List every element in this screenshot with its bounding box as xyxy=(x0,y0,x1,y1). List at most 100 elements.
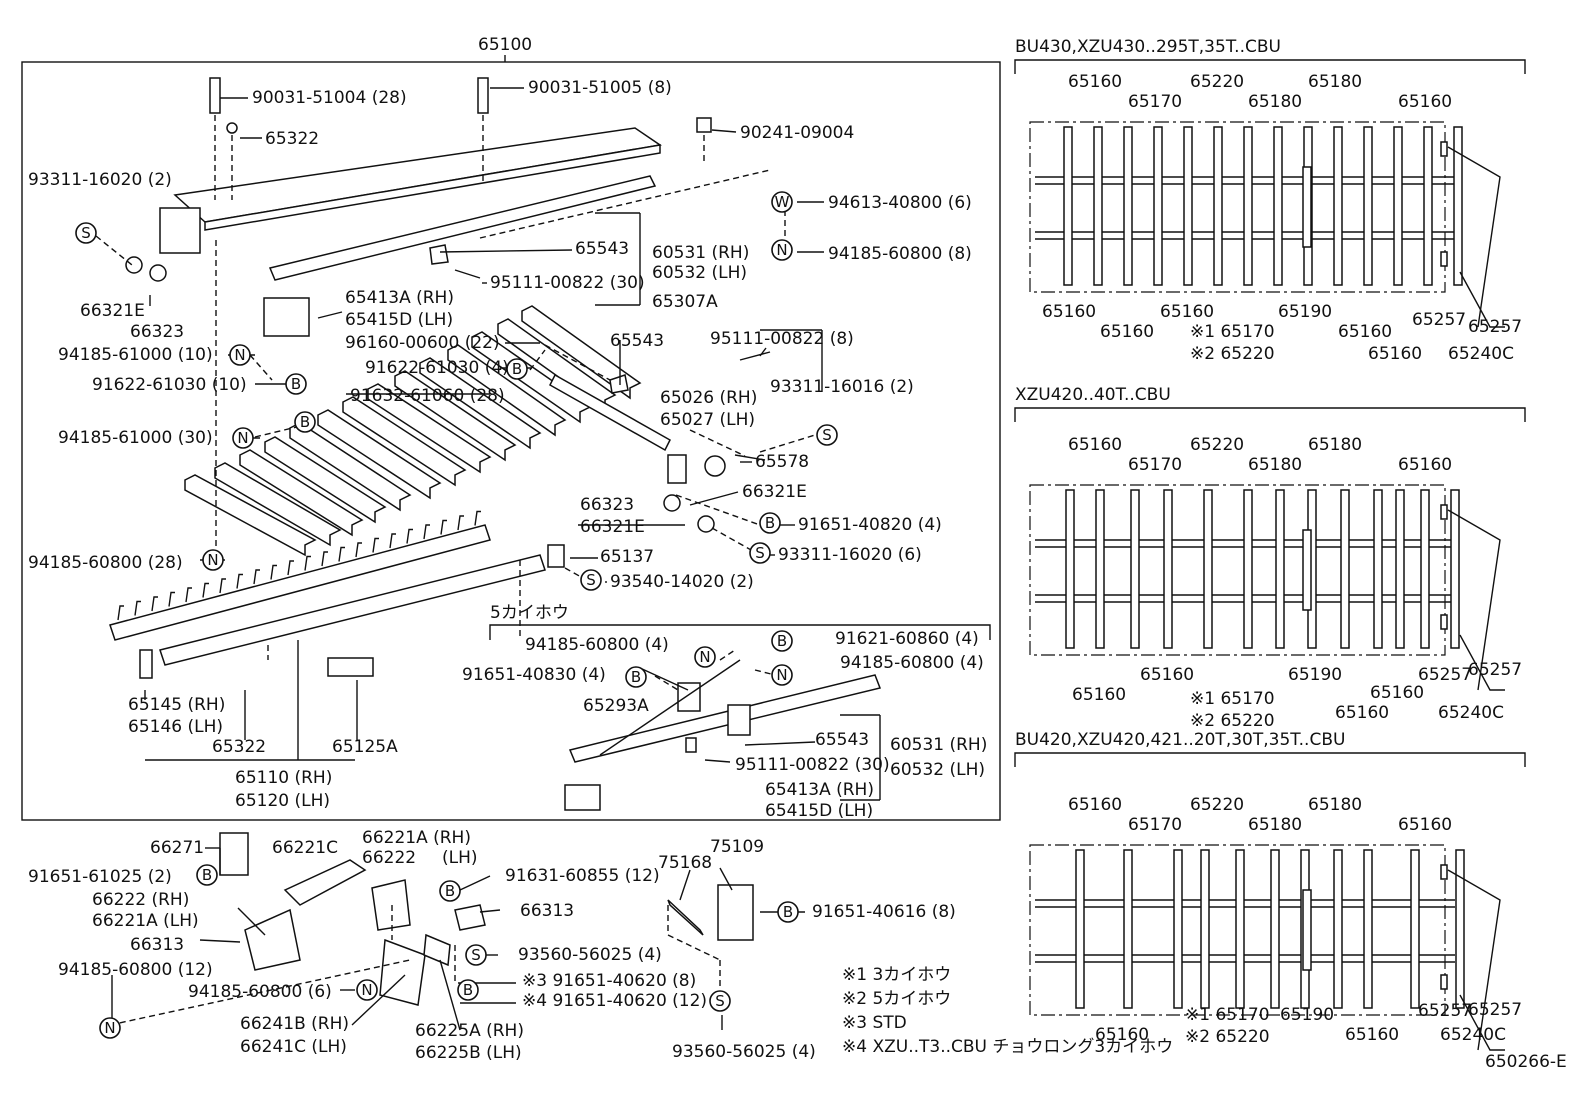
main-label-34: 65137 xyxy=(600,547,654,567)
symbol-s-icon: S xyxy=(580,569,602,591)
variant-2-top-2: 65220 xyxy=(1190,795,1244,815)
main-assembly-frame xyxy=(21,61,1001,821)
variant-1-top-1: 65170 xyxy=(1128,455,1182,475)
variant-1-bottom-7: 65257 xyxy=(1418,665,1472,685)
frame-variant-panels: BU430,XZU430..295T,35T..CBU6516065170652… xyxy=(1014,37,1526,1051)
main-label-6: 94185-60800 (8) xyxy=(828,244,972,264)
main-label-7: 65543 xyxy=(575,239,629,259)
symbol-s-icon: S xyxy=(816,424,838,446)
svg-text:S: S xyxy=(81,224,91,242)
variant-0-side: 65257 xyxy=(1468,317,1522,337)
sub-label-2: 91651-40830 (4) xyxy=(462,665,606,685)
symbol-n-icon: N xyxy=(202,549,224,571)
variant-1-top-3: 65180 xyxy=(1248,455,1302,475)
symbol-s-icon: S xyxy=(709,990,731,1012)
variant-0-bottom-7: 65160 xyxy=(1368,344,1422,364)
lower-label-7: 66221A (LH) xyxy=(92,911,199,931)
note-0: ※1 3カイホウ xyxy=(842,965,951,985)
svg-text:S: S xyxy=(471,946,481,964)
variant-0-top-2: 65220 xyxy=(1190,72,1244,92)
lower-label-9: 66313 xyxy=(130,935,184,955)
footnotes: ※1 3カイホウ※2 5カイホウ※3 STD※4 XZU..T3..CBU チョ… xyxy=(842,965,1173,1057)
symbol-n-icon: N xyxy=(229,344,251,366)
variant-2-bottom-2: ※2 65220 xyxy=(1185,1027,1270,1047)
variant-2-bottom-1: ※1 65170 xyxy=(1185,1005,1270,1025)
main-label-10: 95111-00822 (30) xyxy=(490,273,645,293)
lower-dashed-leaders xyxy=(109,905,721,1026)
svg-text:N: N xyxy=(699,648,710,666)
lower-label-8: 91631-60855 (12) xyxy=(505,866,660,886)
main-label-15: 65307A xyxy=(652,292,718,312)
sub-label-8: 60532 (LH) xyxy=(890,760,985,780)
main-label-39: 65125A xyxy=(332,737,398,757)
sub-label-3: 94185-60800 (4) xyxy=(840,653,984,673)
symbol-b-icon: B xyxy=(439,880,461,902)
svg-text:N: N xyxy=(104,1019,115,1037)
symbol-n-icon: N xyxy=(232,427,254,449)
lower-label-10: 66313 xyxy=(520,901,574,921)
lower-label-23: 93560-56025 (4) xyxy=(672,1042,816,1062)
svg-text:N: N xyxy=(207,551,218,569)
lower-label-11: 93560-56025 (4) xyxy=(518,945,662,965)
lower-label-5: 91651-61025 (2) xyxy=(28,867,172,887)
variant-0-bottom-1: 65160 xyxy=(1100,322,1154,342)
variant-1-top-2: 65220 xyxy=(1190,435,1244,455)
lower-label-6: 66222 (RH) xyxy=(92,890,189,910)
variant-0-top-4: 65180 xyxy=(1308,72,1362,92)
lower-label-22: 91651-40616 (8) xyxy=(812,902,956,922)
main-label-37: 65146 (LH) xyxy=(128,717,223,737)
main-label-30: 91651-40820 (4) xyxy=(798,515,942,535)
svg-text:B: B xyxy=(631,668,641,686)
svg-text:N: N xyxy=(361,981,372,999)
symbol-n-icon: N xyxy=(771,239,793,261)
main-label-13: 65413A (RH) xyxy=(345,288,454,308)
main-label-32: 93311-16020 (6) xyxy=(778,545,922,565)
variant-0-bottom-5: 65190 xyxy=(1278,302,1332,322)
sub-label-6: 60531 (RH) xyxy=(890,735,987,755)
variant-2-bottom-4: 65160 xyxy=(1345,1025,1399,1045)
main-label-0: 90031-51004 (28) xyxy=(252,88,407,108)
variant-0-bottom-4: ※2 65220 xyxy=(1190,344,1275,364)
symbol-b-icon: B xyxy=(506,358,528,380)
sub-label-5: 65543 xyxy=(815,730,869,750)
main-label-27: 65578 xyxy=(755,452,809,472)
variant-1-bottom-6: 65160 xyxy=(1370,683,1424,703)
lower-label-0: 66271 xyxy=(150,838,204,858)
main-label-5: 94613-40800 (6) xyxy=(828,193,972,213)
variant-1-side: 65257 xyxy=(1468,660,1522,680)
svg-text:N: N xyxy=(234,346,245,364)
svg-text:S: S xyxy=(755,544,765,562)
main-label-19: 65543 xyxy=(610,331,664,351)
variant-1-top-5: 65160 xyxy=(1398,455,1452,475)
lower-label-13: 94185-60800 (6) xyxy=(188,982,332,1002)
lower-label-16: 66241B (RH) xyxy=(240,1014,349,1034)
variant-0-bottom-3: ※1 65170 xyxy=(1190,322,1275,342)
svg-text:B: B xyxy=(783,903,793,921)
variant-2-bottom-6: 65240C xyxy=(1440,1025,1506,1045)
variant-1-bottom-3: ※2 65220 xyxy=(1190,711,1275,731)
lower-label-20: 75168 xyxy=(658,853,712,873)
main-label-40: 65110 (RH) xyxy=(235,768,332,788)
svg-text:B: B xyxy=(291,375,301,393)
svg-text:S: S xyxy=(715,992,725,1010)
main-label-16: 94185-61000 (10) xyxy=(58,345,213,365)
main-label-31: 66321E xyxy=(580,517,645,537)
note-3: ※4 XZU..T3..CBU チョウロング3カイホウ xyxy=(842,1037,1173,1057)
main-label-12: 66323 xyxy=(130,322,184,342)
svg-text:B: B xyxy=(445,882,455,900)
svg-text:B: B xyxy=(777,632,787,650)
main-label-41: 65120 (LH) xyxy=(235,791,330,811)
note-2: ※3 STD xyxy=(842,1013,907,1033)
variant-0-bottom-8: 65257 xyxy=(1412,310,1466,330)
symbol-b-icon: B xyxy=(285,373,307,395)
main-label-3: 90241-09004 xyxy=(740,123,854,143)
lower-label-1: 66221C xyxy=(272,838,338,858)
variant-2-bottom-5: 65257 xyxy=(1418,1001,1472,1021)
symbol-w-icon: W xyxy=(771,191,793,213)
variant-1-bottom-5: 65160 xyxy=(1335,703,1389,723)
variant-panel-2: BU420,XZU420,421..20T,30T,35T..CBU651606… xyxy=(1014,730,1526,1051)
lower-parts xyxy=(219,832,754,1006)
variant-1-bottom-8: 65240C xyxy=(1438,703,1504,723)
